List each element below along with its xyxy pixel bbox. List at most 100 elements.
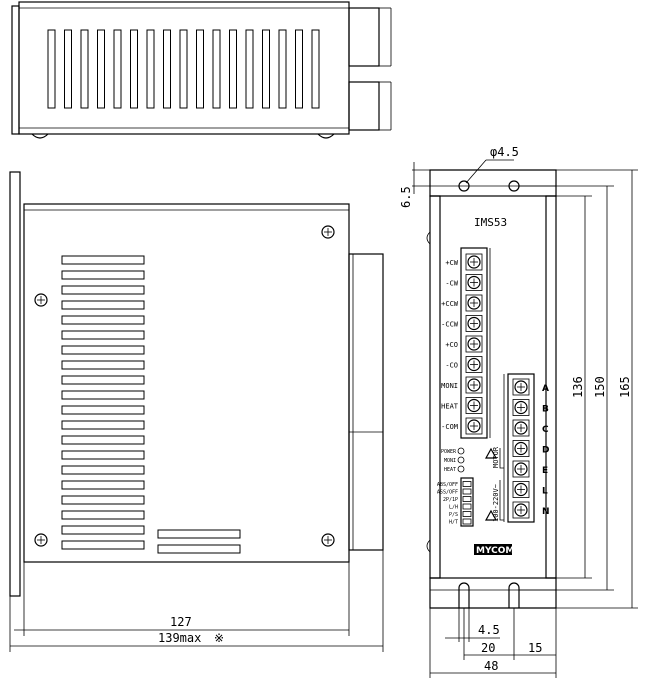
side-vent-slot — [61, 435, 145, 445]
terminal-screw-cell — [512, 481, 530, 498]
dip-switch-label: H/T — [449, 520, 458, 526]
dip-switch-block — [460, 477, 474, 527]
dim-15: 15 — [528, 641, 542, 655]
terminal-screw-icon — [467, 255, 481, 269]
terminal-screw-icon — [514, 380, 528, 394]
led-label: POWER — [441, 449, 457, 455]
motor-terminal-label: B — [542, 405, 549, 415]
side-vent-slot — [61, 315, 145, 325]
voltage-label: 100-220V~ — [492, 484, 500, 522]
dim-150: 150 — [593, 376, 607, 398]
screw-bottom-right — [321, 533, 335, 547]
top-vent-slot — [163, 29, 171, 109]
led-label: HEAT — [444, 467, 456, 473]
dim-hole-diameter: φ4.5 — [490, 145, 519, 159]
terminal-screw-cell — [465, 274, 483, 291]
top-vent-slot — [113, 29, 122, 109]
dim-6-5: 6.5 — [399, 186, 413, 208]
dip-switch-label: ASS/OFF — [437, 490, 458, 496]
front-panel — [429, 195, 557, 579]
dip-switch-label: P/S — [449, 512, 458, 518]
side-vent-slot — [61, 345, 145, 355]
top-vent-slot — [146, 29, 155, 109]
led-indicator — [457, 456, 465, 464]
top-view — [11, 1, 392, 139]
terminal-screw-icon — [467, 419, 481, 433]
side-vent-slot — [61, 540, 145, 550]
mount-slot-bottom-right — [508, 582, 520, 608]
dip-switch — [462, 518, 472, 525]
signal-terminal-label: -COM — [441, 423, 458, 431]
terminal-screw-cell — [465, 417, 483, 435]
dip-switch-label: L/H — [449, 505, 458, 511]
terminal-screw-icon — [467, 296, 481, 310]
top-vent-slot — [179, 29, 188, 109]
side-vent-slot — [61, 360, 145, 370]
terminal-screw-icon — [467, 378, 481, 392]
mount-hole-top-left — [458, 180, 470, 192]
top-vent-slot — [130, 29, 138, 109]
top-vent-slot — [245, 29, 254, 109]
terminal-screw-cell — [465, 253, 483, 271]
dip-switch — [462, 481, 472, 487]
brand-logo-box — [474, 544, 512, 555]
signal-terminal-label: +CCW — [441, 300, 459, 308]
dip-switch — [462, 488, 472, 495]
motor-terminal-label: E — [542, 466, 548, 476]
signal-terminal-label: -CCW — [441, 321, 459, 329]
terminal-screw-cell — [512, 419, 530, 437]
terminal-screw-icon — [514, 503, 528, 517]
terminal-screw-cell — [512, 440, 530, 457]
screw-left — [34, 293, 48, 307]
top-vent-slot — [64, 29, 72, 109]
side-vent-slots — [61, 255, 145, 550]
dim-20: 20 — [481, 641, 495, 655]
top-vent-slot — [229, 29, 237, 109]
side-vent-slot — [61, 270, 145, 280]
model-name: IMS53 — [474, 216, 507, 229]
motor-terminal-label: A — [542, 384, 549, 394]
screw-bottom-left — [34, 533, 48, 547]
side-vent-slot — [61, 255, 145, 265]
terminal-screw-cell — [465, 294, 483, 312]
terminal-screw-icon — [514, 441, 528, 456]
terminal-screw-cell — [512, 399, 530, 416]
top-vent-slot — [47, 29, 56, 109]
side-vent-slot — [61, 495, 145, 505]
side-vent-slot — [157, 544, 241, 554]
top-vent-slots — [47, 29, 320, 109]
motor-terminal-label: D — [542, 446, 549, 456]
side-vent-slot — [61, 405, 145, 415]
side-vent-slot — [61, 330, 145, 340]
terminal-screw-cell — [512, 378, 530, 396]
top-vent-slot — [311, 29, 320, 109]
terminal-screw-icon — [514, 462, 528, 476]
signal-terminal-label: +CO — [445, 341, 458, 349]
dip-switch — [462, 503, 472, 510]
top-vent-slot — [80, 29, 89, 109]
terminal-screw-cell — [465, 397, 483, 414]
dip-switch-label: ABS/OFF — [437, 482, 458, 488]
top-vent-slot — [212, 29, 221, 109]
terminal-screw-cell — [465, 335, 483, 353]
side-vent-slot — [157, 529, 241, 539]
terminal-screw-icon — [467, 316, 481, 331]
motor-terminal-label: N — [542, 507, 550, 517]
dim-48: 48 — [484, 659, 498, 673]
side-vent-slot — [61, 480, 145, 490]
terminal-screw-icon — [467, 337, 481, 351]
top-vent-slot — [196, 29, 204, 109]
signal-terminal-block — [460, 247, 488, 439]
brand-logo: MYCOM — [476, 546, 514, 556]
side-vent-slot — [61, 525, 145, 535]
side-vent-slot — [61, 465, 145, 475]
top-vent-slot — [97, 29, 105, 109]
side-vent-slot — [61, 510, 145, 520]
reference-mark: ※ — [214, 631, 224, 645]
terminal-screw-cell — [465, 356, 483, 373]
terminal-screw-icon — [467, 275, 481, 290]
